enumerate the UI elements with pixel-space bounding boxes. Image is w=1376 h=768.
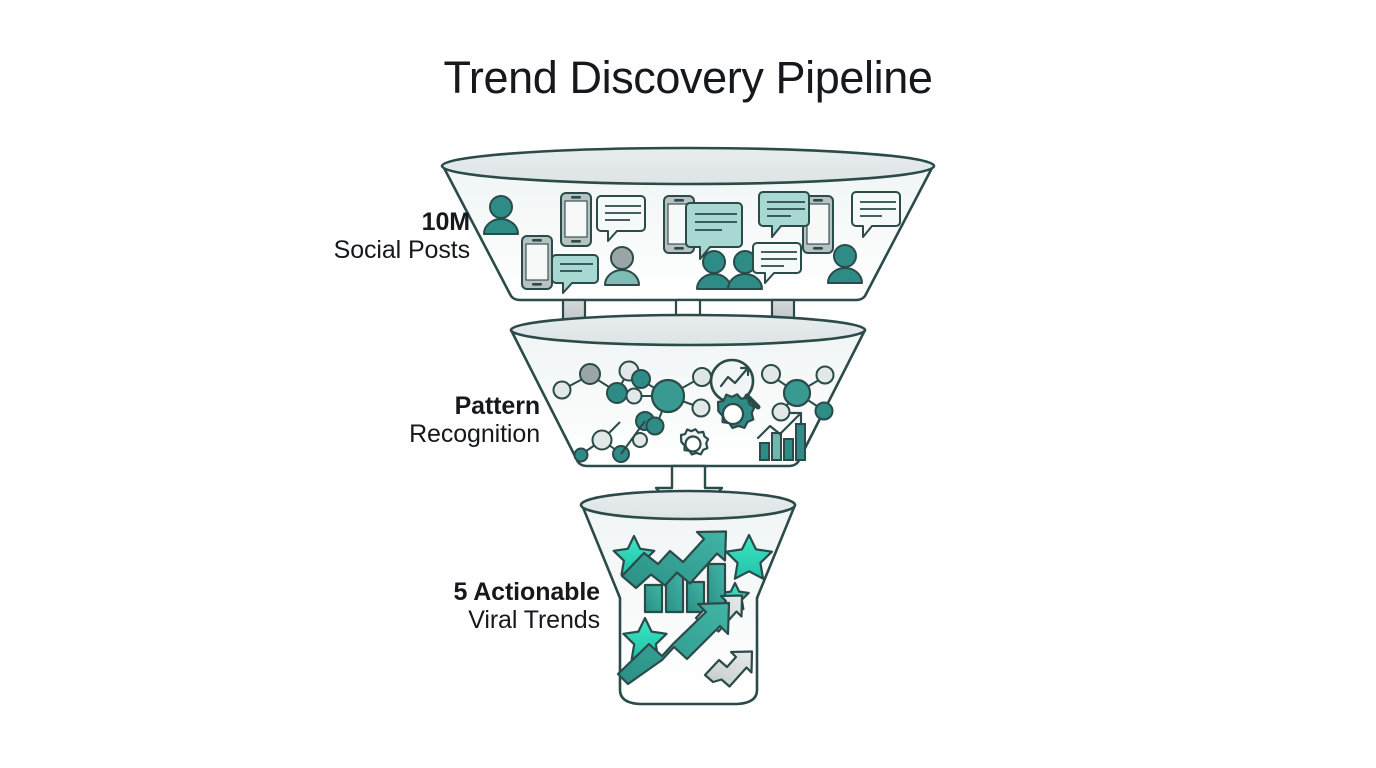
person-icon — [727, 250, 763, 290]
network-node-icon — [761, 364, 835, 422]
speech-bubble-icon — [758, 191, 810, 238]
speech-bubble-icon — [685, 202, 743, 260]
stage-1-icon-cluster — [483, 191, 901, 294]
stage-label-pattern-recognition: Pattern Recognition — [409, 392, 540, 448]
funnel-stage-viral-trends[interactable] — [579, 489, 797, 706]
network-node-icon — [625, 367, 712, 436]
speech-bubble-icon — [851, 191, 901, 238]
star-icon — [725, 533, 773, 580]
trend-arrow-icon — [703, 650, 754, 688]
gear-icon — [716, 393, 756, 430]
person-icon — [827, 244, 863, 284]
stage-label-primary: 10M — [421, 208, 470, 236]
page-title: Trend Discovery Pipeline — [443, 52, 933, 103]
speech-bubble-icon — [596, 195, 646, 242]
smartphone-icon — [560, 192, 592, 247]
speech-bubble-icon — [752, 242, 802, 284]
bar-chart-trend-icon — [756, 411, 806, 461]
stage-3-icon-cluster — [612, 530, 773, 688]
stage-label-primary: 5 Actionable — [453, 578, 600, 606]
speech-bubble-icon — [551, 254, 599, 294]
stage-label-primary: Pattern — [454, 392, 541, 420]
smartphone-icon — [521, 235, 553, 290]
stage-label-secondary: Viral Trends — [468, 606, 600, 634]
gear-icon — [679, 428, 710, 456]
trend-arrow-icon — [616, 601, 731, 686]
person-icon — [604, 246, 640, 286]
person-icon — [696, 250, 732, 290]
stage-label-social-posts: 10M Social Posts — [334, 208, 470, 264]
funnel-stage-social-posts[interactable] — [440, 146, 936, 302]
funnel-stage-pattern-recognition[interactable] — [509, 313, 867, 468]
stage-label-viral-trends: 5 Actionable Viral Trends — [453, 578, 600, 634]
person-icon — [483, 195, 519, 235]
stage-2-icon-cluster — [552, 358, 835, 463]
stage-label-secondary: Social Posts — [333, 236, 470, 264]
stage-label-secondary: Recognition — [409, 420, 540, 448]
